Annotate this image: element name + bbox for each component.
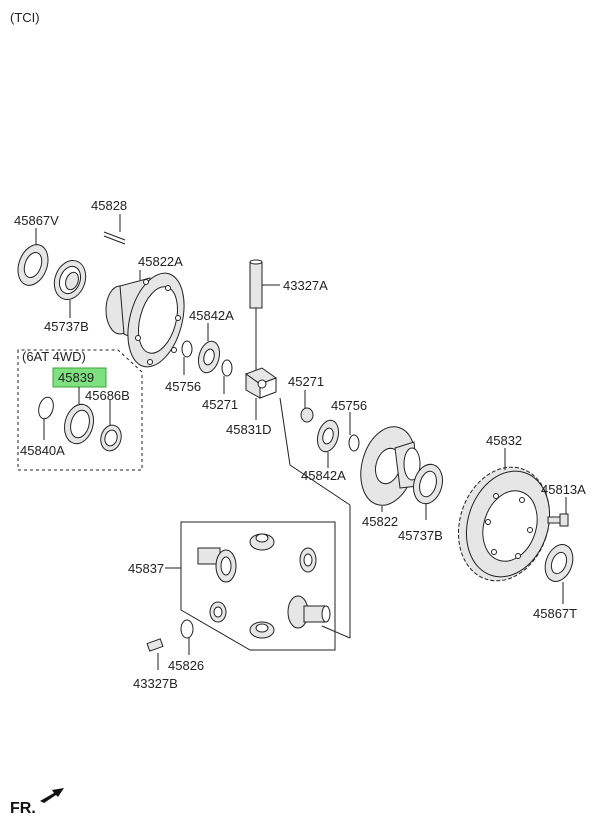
- part-45840a-snap-ring: [38, 396, 54, 420]
- part-45867t-thrust-washer: [544, 544, 574, 582]
- part-45831d-spacer-block: [244, 367, 278, 399]
- part-45686b-seal: [100, 424, 122, 452]
- callout-45822[interactable]: 45822: [362, 514, 398, 529]
- part-side-gear-right: [287, 595, 331, 629]
- callout-45831d[interactable]: 45831D: [226, 422, 272, 437]
- part-45737b-bearing-right: [413, 463, 443, 505]
- callout-45737b-top[interactable]: 45737B: [44, 319, 89, 334]
- part-45271-washer-right: [300, 407, 314, 423]
- callout-43327b[interactable]: 43327B: [133, 676, 178, 691]
- part-45832-ring-gear: [457, 466, 551, 582]
- front-direction-label: FR.: [10, 800, 36, 817]
- callout-45842a-right[interactable]: 45842A: [301, 468, 346, 483]
- part-45842a-washer-top: [197, 340, 221, 374]
- callout-45737b-right[interactable]: 45737B: [398, 528, 443, 543]
- callout-45756-top[interactable]: 45756: [165, 379, 201, 394]
- callout-45271-right[interactable]: 45271: [288, 374, 324, 389]
- part-45828-pin: [103, 231, 126, 241]
- part-45737b-bearing-top: [53, 260, 87, 300]
- callout-45840a[interactable]: 45840A: [20, 443, 65, 458]
- part-pinion-gear-bottom: [249, 621, 275, 639]
- part-side-gear-large: [197, 547, 237, 583]
- callout-45813a[interactable]: 45813A: [541, 482, 586, 497]
- part-45822a-differential-case: [105, 272, 185, 368]
- part-pinion-gear-right: [299, 547, 317, 573]
- callout-45756-right[interactable]: 45756: [331, 398, 367, 413]
- front-arrow-icon: [40, 788, 64, 803]
- callout-45837[interactable]: 45837: [128, 561, 164, 576]
- callout-43327a[interactable]: 43327A: [283, 278, 328, 293]
- callout-45822a[interactable]: 45822A: [138, 254, 183, 269]
- callout-45828[interactable]: 45828: [91, 198, 127, 213]
- group-6at-4wd-box: [17, 349, 143, 471]
- part-45756-ring-right: [348, 434, 360, 452]
- part-45756-ring-top: [181, 340, 193, 358]
- callout-45271-left[interactable]: 45271: [202, 397, 238, 412]
- part-45826-washer: [180, 619, 194, 639]
- callout-45686b[interactable]: 45686B: [85, 388, 130, 403]
- part-45842a-washer-right: [316, 419, 340, 453]
- group-45837-gear-set-box: [180, 521, 336, 651]
- callout-45867t[interactable]: 45867T: [533, 606, 577, 621]
- part-45822-differential-case-half: [360, 426, 421, 506]
- part-pinion-gear-left: [209, 601, 227, 623]
- group-label: (6AT 4WD): [22, 349, 86, 364]
- callout-45826[interactable]: 45826: [168, 658, 204, 673]
- part-45867v-thrust-washer: [17, 244, 49, 286]
- callout-45867v[interactable]: 45867V: [14, 213, 59, 228]
- callout-45842a-top[interactable]: 45842A: [189, 308, 234, 323]
- callout-45839[interactable]: 45839: [58, 370, 94, 385]
- variant-label: (TCI): [10, 10, 40, 25]
- part-45813a-bolt: [547, 513, 569, 527]
- part-pinion-gear-top: [249, 533, 275, 551]
- callout-45832[interactable]: 45832: [486, 433, 522, 448]
- part-45839-bearing: [64, 403, 94, 445]
- part-43327a-pinion-shaft: [249, 259, 263, 309]
- part-43327b-pin: [146, 638, 164, 652]
- part-45271-washer-left: [221, 359, 233, 377]
